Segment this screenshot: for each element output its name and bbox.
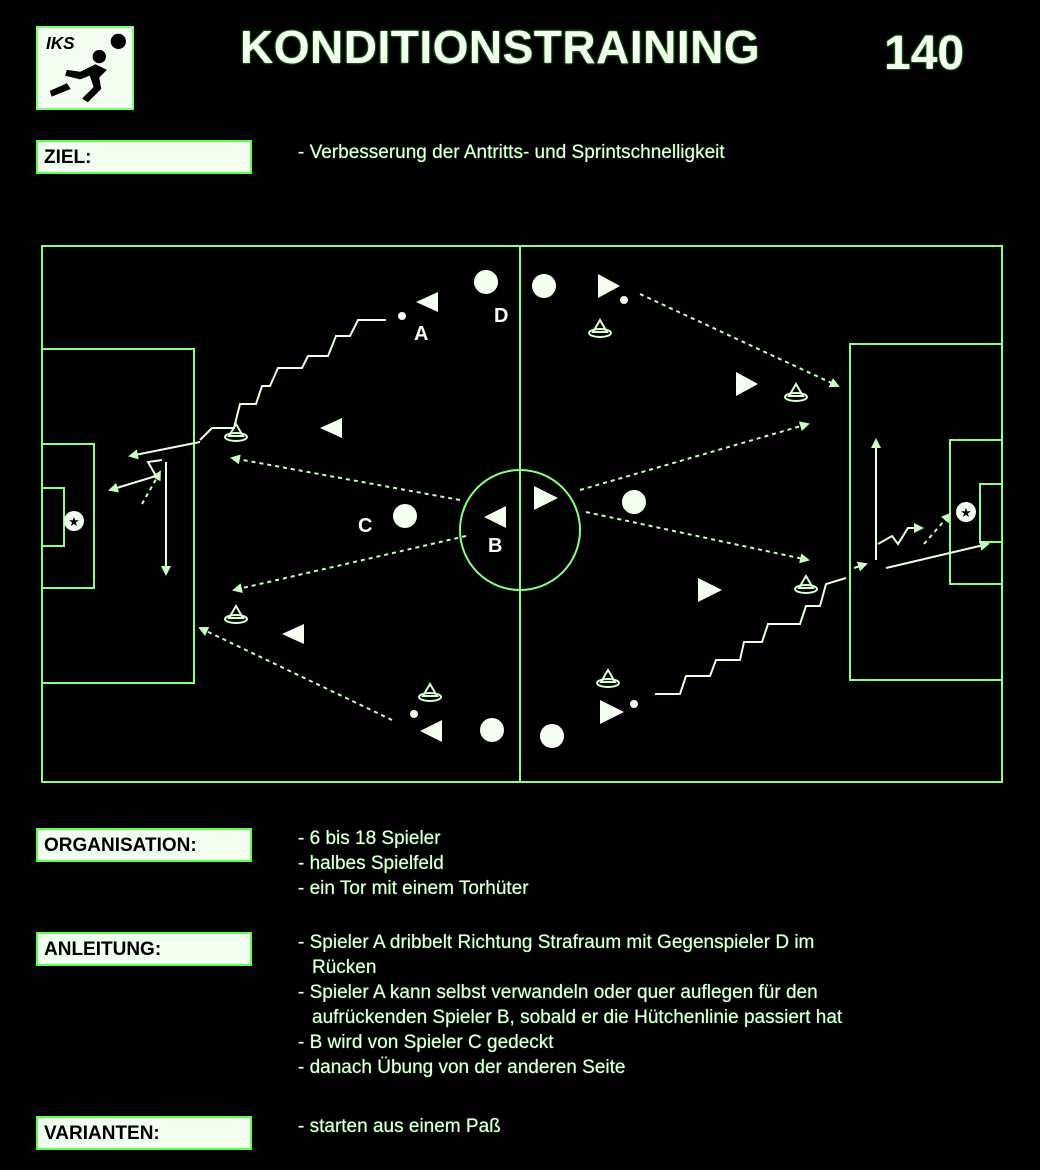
ball-icon [398, 296, 638, 718]
player-triangle-icon [282, 274, 758, 742]
organisation-item: - halbes Spielfeld [298, 853, 444, 874]
anleitung-line: - danach Übung von der anderen Seite [298, 1057, 626, 1078]
anleitung-line: - Spieler A dribbelt Richtung Strafraum … [298, 932, 815, 953]
dribble-line [655, 577, 847, 695]
organisation-item: - ein Tor mit einem Torhüter [298, 878, 529, 899]
anleitung-line: Rücken [312, 957, 377, 978]
run-arrow [585, 511, 810, 564]
run-arrow [198, 626, 393, 721]
dribble-line [199, 319, 386, 441]
logo: IKS [36, 26, 134, 110]
run-arrow [232, 535, 467, 594]
dribble-arrow [128, 441, 201, 460]
svg-text:★: ★ [68, 515, 80, 530]
label-b: B [488, 535, 502, 557]
run-arrow [230, 454, 461, 501]
pass-arrow [877, 523, 924, 546]
field-diagram: ★ ★ A D C B [40, 244, 1004, 784]
player-circle-icon [393, 270, 646, 748]
organisation-item: - 6 bis 18 Spieler [298, 828, 441, 849]
ziel-item: - Verbesserung der Antritts- und Sprints… [298, 142, 725, 163]
shot-arrow [923, 512, 952, 545]
anleitung-label: ANLEITUNG: [36, 932, 252, 966]
left-goal [41, 487, 65, 547]
anleitung-text: - Spieler A dribbelt Richtung Strafraum … [298, 930, 842, 1080]
pass-arrow [108, 459, 163, 493]
anleitung-line: aufrückenden Spieler B, sobald er die Hü… [312, 1007, 843, 1028]
anleitung-line: - Spieler A kann selbst verwandeln oder … [298, 982, 818, 1003]
varianten-item: - starten aus einem Paß [298, 1116, 501, 1137]
label-c: C [358, 515, 372, 537]
page-number: 140 [884, 27, 965, 80]
right-goal [979, 483, 1003, 543]
goalkeeper-icon: ★ ★ [64, 502, 976, 531]
field-outline [41, 245, 1003, 783]
player-kicking-ball-icon: IKS [46, 33, 126, 103]
run-arrow [579, 421, 810, 491]
svg-text:★: ★ [960, 506, 972, 521]
anleitung-line: - B wird von Spieler C gedeckt [298, 1032, 554, 1053]
ziel-label: ZIEL: [36, 140, 252, 174]
run-arrow [639, 293, 840, 388]
ziel-text: - Verbesserung der Antritts- und Sprints… [298, 140, 725, 165]
shot-arrow [141, 470, 161, 505]
soccer-field-diagram: ★ ★ A D C B [41, 245, 1003, 783]
organisation-label: ORGANISATION: [36, 828, 252, 862]
svg-text:IKS: IKS [46, 33, 75, 53]
varianten-label: VARIANTEN: [36, 1116, 252, 1150]
label-a: A [414, 323, 428, 345]
page-title: KONDITIONSTRAINING [240, 21, 761, 73]
dribble-arrow [853, 561, 868, 572]
pass-arrow [885, 540, 990, 569]
varianten-text: - starten aus einem Paß [298, 1114, 501, 1139]
organisation-text: - 6 bis 18 Spieler - halbes Spielfeld - … [298, 826, 529, 901]
label-d: D [494, 305, 508, 327]
center-circle [459, 469, 581, 591]
